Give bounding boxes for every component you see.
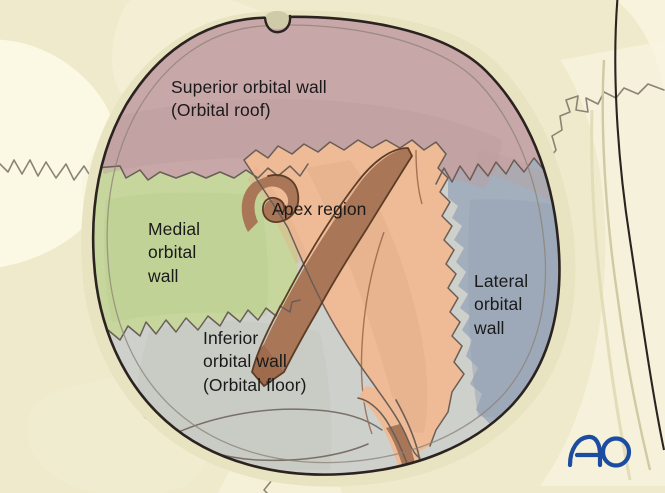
region-apex: [241, 140, 464, 475]
region-boundaries: [95, 139, 560, 475]
orbital-rim-inner: [106, 24, 547, 464]
cranial-outline-right: [614, 0, 665, 451]
supraorbital-notch-icon: [263, 11, 292, 34]
cranial-shadow-right: [601, 59, 652, 471]
ao-logo: [567, 434, 632, 468]
orbital-rim-outline: [91, 15, 561, 476]
cranial-shadow-right-2: [590, 109, 632, 481]
